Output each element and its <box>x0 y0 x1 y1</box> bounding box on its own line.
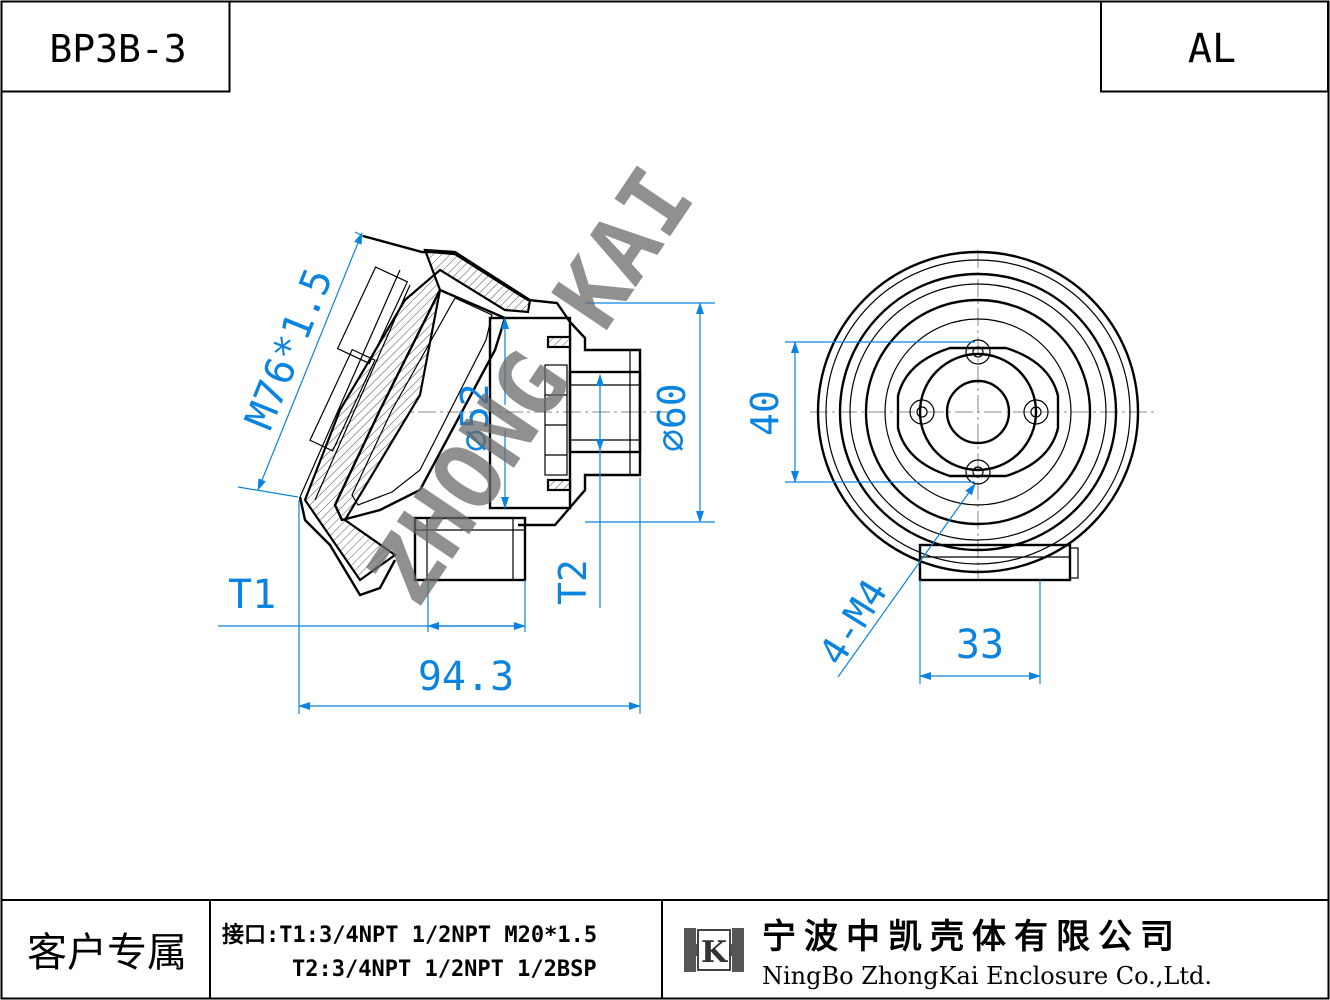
company-logo: K <box>684 928 744 972</box>
front-view-dimensions: 40 4-M4 33 <box>743 341 1041 684</box>
ports-line-2: T2:3/4NPT 1/2NPT 1/2BSP <box>292 957 597 982</box>
overall-length-dimension: 94.3 <box>418 654 514 700</box>
model-number: BP3B-3 <box>49 27 186 71</box>
port2-label: T2 <box>551 559 595 605</box>
holes-callout: 4-M4 <box>810 572 896 673</box>
company-name-english: NingBo ZhongKai Enclosure Co.,Ltd. <box>762 962 1212 990</box>
logo-letter: K <box>701 935 728 970</box>
material-box <box>1100 0 1329 93</box>
model-box <box>0 0 231 93</box>
material-code: AL <box>1188 26 1236 72</box>
port1-label: T1 <box>228 572 276 618</box>
hole-spacing-dimension: 40 <box>743 390 787 436</box>
thread-dimension: M76*1.5 <box>237 262 343 436</box>
ports-line-1: 接口:T1:3/4NPT 1/2NPT M20*1.5 <box>222 923 597 948</box>
company-name-chinese: 宁波中凯壳体有限公司 <box>762 917 1182 957</box>
front-view <box>810 250 1155 582</box>
outer-diameter-dimension: ⌀60 <box>650 383 694 452</box>
header: BP3B-3 AL <box>0 0 1329 93</box>
title-block: 客户专属 接口:T1:3/4NPT 1/2NPT M20*1.5 T2:3/4N… <box>1 899 1329 998</box>
customer-label: 客户专属 <box>27 930 187 976</box>
inner-diameter-dimension: ⌀52 <box>453 383 497 452</box>
base-width-dimension: 33 <box>956 622 1004 668</box>
